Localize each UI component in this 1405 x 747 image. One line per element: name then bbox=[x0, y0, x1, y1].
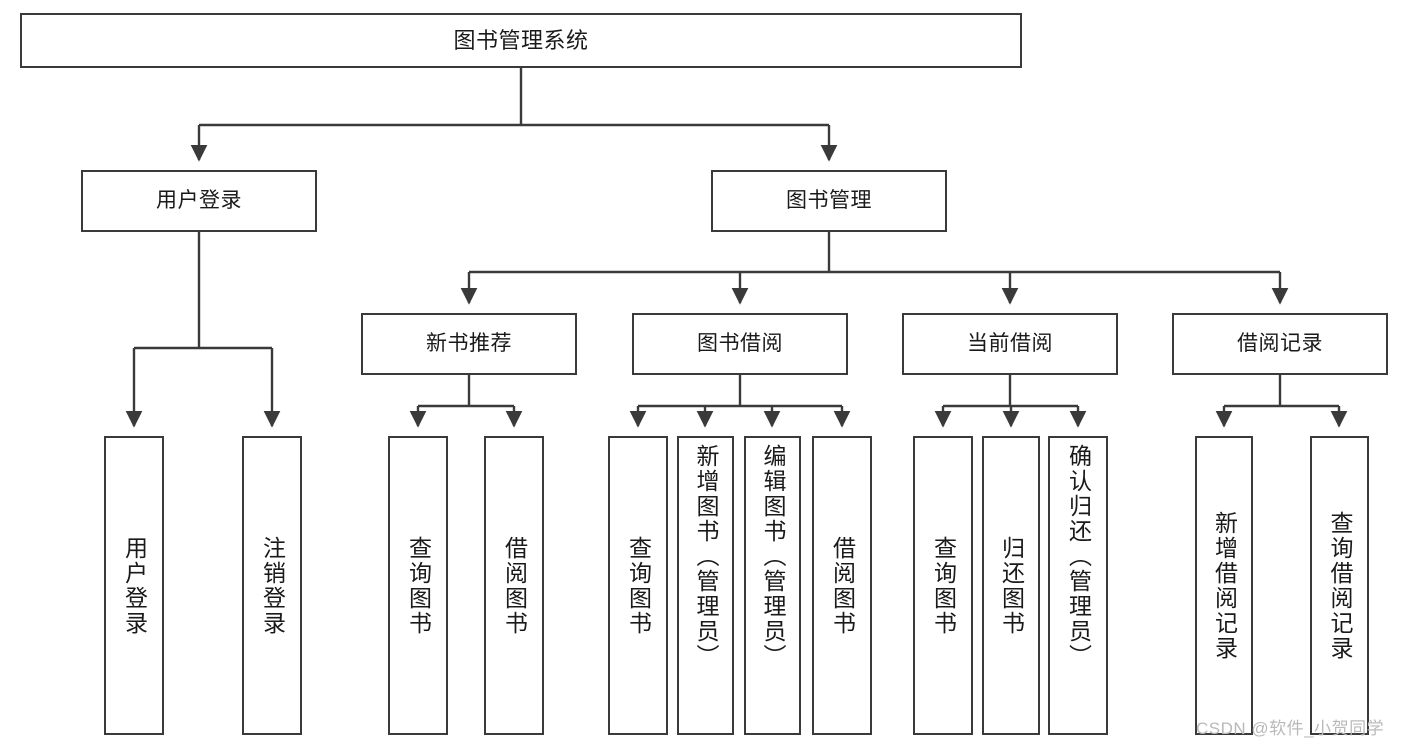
node-book-borrow-label: 图书借阅 bbox=[697, 331, 783, 355]
node-leaf-query-book-recommend-label: 查询图书 bbox=[405, 535, 432, 636]
node-leaf-user-login-label: 用户登录 bbox=[121, 535, 148, 636]
node-current-borrow[interactable]: 当前借阅 bbox=[902, 313, 1118, 375]
node-leaf-add-book-admin[interactable]: 新增图书（管理员） bbox=[677, 436, 734, 735]
node-leaf-confirm-return-admin-label: 确认归还（管理员） bbox=[1065, 444, 1092, 669]
node-leaf-logout-label: 注销登录 bbox=[259, 535, 286, 636]
csdn-watermark: CSDN @软件_小贺同学 bbox=[1196, 719, 1385, 738]
node-leaf-add-borrow-record-label: 新增借阅记录 bbox=[1211, 510, 1238, 661]
node-leaf-borrow-book-label: 借阅图书 bbox=[829, 535, 856, 636]
node-root-label: 图书管理系统 bbox=[453, 27, 589, 53]
node-book-manage[interactable]: 图书管理 bbox=[711, 170, 947, 232]
node-leaf-query-book-borrow[interactable]: 查询图书 bbox=[608, 436, 668, 735]
node-leaf-return-book[interactable]: 归还图书 bbox=[982, 436, 1040, 735]
node-leaf-add-book-admin-label: 新增图书（管理员） bbox=[693, 444, 719, 669]
node-leaf-query-borrow-record[interactable]: 查询借阅记录 bbox=[1310, 436, 1369, 735]
node-leaf-edit-book-admin[interactable]: 编辑图书（管理员） bbox=[744, 436, 801, 735]
node-leaf-borrow-book-recommend[interactable]: 借阅图书 bbox=[484, 436, 544, 735]
node-book-manage-label: 图书管理 bbox=[786, 188, 872, 212]
node-leaf-borrow-book-recommend-label: 借阅图书 bbox=[501, 535, 528, 636]
node-leaf-edit-book-admin-label: 编辑图书（管理员） bbox=[760, 444, 786, 669]
node-leaf-query-book-current-label: 查询图书 bbox=[930, 535, 957, 636]
node-borrow-record-label: 借阅记录 bbox=[1237, 331, 1323, 355]
node-leaf-confirm-return-admin[interactable]: 确认归还（管理员） bbox=[1048, 436, 1108, 735]
node-leaf-add-borrow-record[interactable]: 新增借阅记录 bbox=[1195, 436, 1253, 735]
node-book-borrow[interactable]: 图书借阅 bbox=[632, 313, 848, 375]
node-leaf-query-book-current[interactable]: 查询图书 bbox=[913, 436, 973, 735]
node-leaf-logout[interactable]: 注销登录 bbox=[242, 436, 302, 735]
node-new-book-recommend-label: 新书推荐 bbox=[426, 331, 512, 355]
node-leaf-query-book-recommend[interactable]: 查询图书 bbox=[388, 436, 448, 735]
node-user-login[interactable]: 用户登录 bbox=[81, 170, 317, 232]
node-leaf-query-book-borrow-label: 查询图书 bbox=[625, 535, 652, 636]
node-leaf-return-book-label: 归还图书 bbox=[998, 535, 1025, 636]
node-user-login-label: 用户登录 bbox=[156, 188, 242, 212]
node-root[interactable]: 图书管理系统 bbox=[20, 13, 1022, 68]
node-current-borrow-label: 当前借阅 bbox=[967, 331, 1053, 355]
node-leaf-query-borrow-record-label: 查询借阅记录 bbox=[1327, 510, 1353, 661]
node-new-book-recommend[interactable]: 新书推荐 bbox=[361, 313, 577, 375]
node-borrow-record[interactable]: 借阅记录 bbox=[1172, 313, 1388, 375]
node-leaf-user-login[interactable]: 用户登录 bbox=[104, 436, 164, 735]
node-leaf-borrow-book[interactable]: 借阅图书 bbox=[812, 436, 872, 735]
